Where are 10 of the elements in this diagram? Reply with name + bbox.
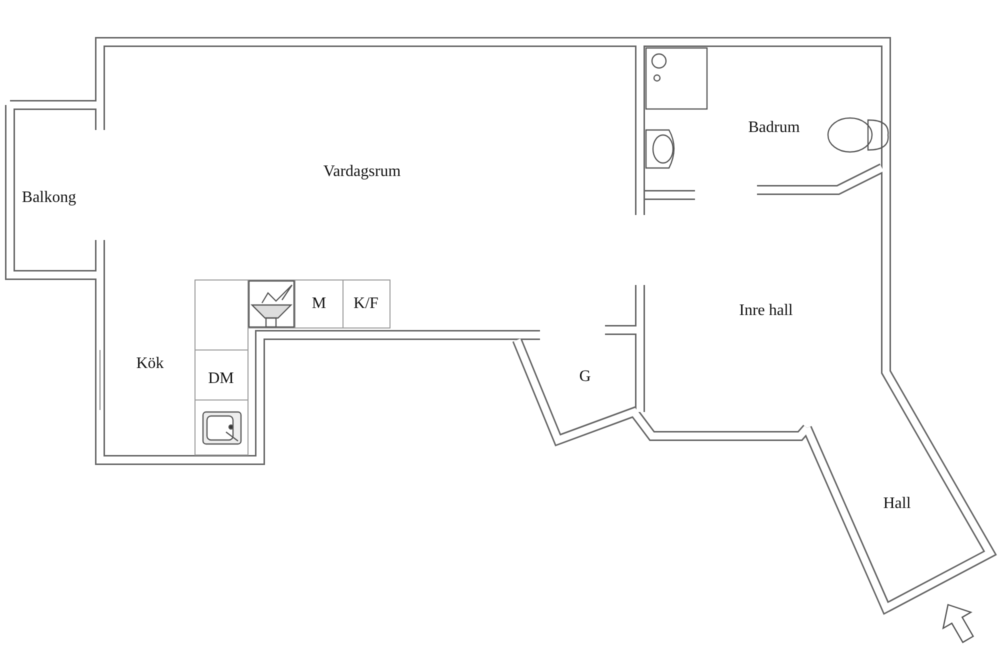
room-label: Balkong [22,189,76,207]
room-label: Badrum [748,119,800,137]
appliance-label: M [312,295,326,313]
room-label: Hall [883,495,911,513]
room-label: Kök [136,355,164,373]
room-label: Inre hall [739,302,793,320]
room-label: Vardagsrum [323,163,401,181]
appliance-label: DM [208,370,234,388]
appliance-label: K/F [354,295,378,313]
room-label: G [579,368,591,386]
